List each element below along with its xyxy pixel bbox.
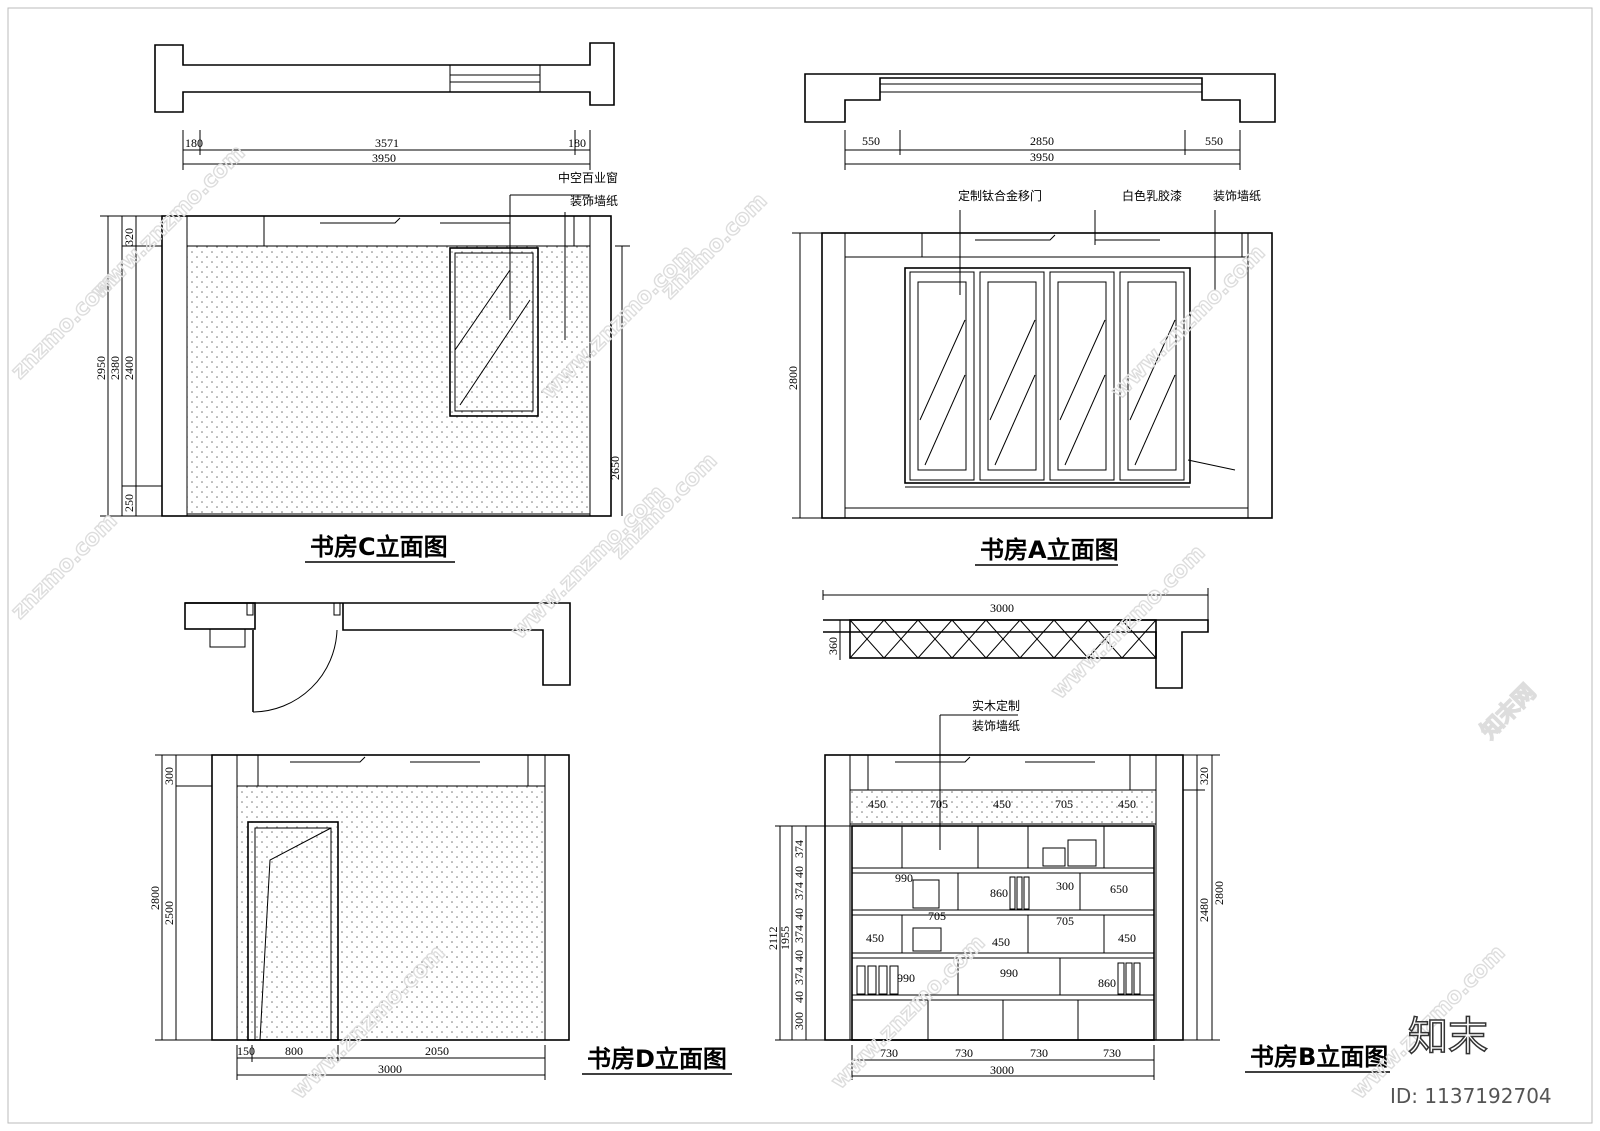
- panel-a-plan: 550 2850 550 3950: [804, 73, 1276, 170]
- b-left-dim-2: 40: [792, 866, 806, 878]
- b-shelf-860-a: 860: [990, 886, 1008, 900]
- b-right-dim-2480: 2480: [1197, 898, 1211, 922]
- b-left-dim-5: 374: [792, 925, 806, 943]
- d-total: 3000: [378, 1062, 402, 1076]
- c-note-wallpaper: 装饰墙纸: [570, 194, 618, 208]
- b-shelf-860-b: 860: [1098, 976, 1116, 990]
- b-shelf-990-b: 990: [897, 971, 915, 985]
- b-bottom-dim-2: 730: [955, 1046, 973, 1060]
- a-height-dim: 2800: [786, 366, 800, 390]
- b-shelf-990-c: 990: [1000, 966, 1018, 980]
- d-hdim-150: 150: [237, 1044, 255, 1058]
- c-plan-total: 3950: [372, 151, 396, 165]
- panel-a-elevation: 定制钛合金移门 白色乳胶漆 装饰墙纸 2800: [786, 188, 1273, 519]
- c-plan-dim-1: 180: [185, 136, 203, 150]
- watermark-8: znzmo.com: [607, 448, 723, 564]
- b-top-dim-2: 705: [930, 797, 948, 811]
- b-shelf-450-c: 450: [1118, 931, 1136, 945]
- b-shelf-650: 650: [1110, 882, 1128, 896]
- panel-c-title: 书房C立面图: [310, 533, 448, 561]
- watermark-5: www.znzmo.com: [1107, 240, 1271, 404]
- b-note-wallpaper: 装饰墙纸: [972, 719, 1020, 733]
- b-left-dim-1: 374: [792, 840, 806, 858]
- d-hdim-2050: 2050: [425, 1044, 449, 1058]
- watermark-4: znzmo.com: [657, 188, 773, 304]
- b-plan-width: 3000: [990, 601, 1014, 615]
- b-top-dim-4: 705: [1055, 797, 1073, 811]
- b-bottom-dim-1: 730: [880, 1046, 898, 1060]
- d-vdim-2800: 2800: [148, 886, 162, 910]
- c-vdim-250: 250: [122, 494, 136, 512]
- b-shelf-300: 300: [1056, 879, 1074, 893]
- a-door-4: [1119, 271, 1185, 481]
- brand-logo: 知末: [1408, 1014, 1488, 1060]
- b-top-dim-5: 450: [1118, 797, 1136, 811]
- brand-badge: 知末 ID: 1137192704: [1390, 1013, 1552, 1108]
- watermark-6: znzmo.com: [7, 508, 123, 624]
- c-vdim-320: 320: [122, 228, 136, 246]
- b-bottom-total: 3000: [990, 1063, 1014, 1077]
- b-bottom-dim-4: 730: [1103, 1046, 1121, 1060]
- c-vdim-2400: 2400: [122, 356, 136, 380]
- panel-d-title: 书房D立面图: [587, 1045, 727, 1073]
- d-vdim-2500: 2500: [162, 901, 176, 925]
- sheet-border: [7, 7, 1593, 1124]
- b-bottom-dim-3: 730: [1030, 1046, 1048, 1060]
- b-shelf-990-a: 990: [895, 871, 913, 885]
- b-shelf-450-b: 450: [992, 935, 1010, 949]
- b-right-dim-320: 320: [1197, 767, 1211, 785]
- panel-b-title: 书房B立面图: [1250, 1043, 1388, 1071]
- b-plan-depth: 360: [826, 637, 840, 655]
- d-hdim-800: 800: [285, 1044, 303, 1058]
- a-door-1: [909, 271, 975, 481]
- panel-b-elevation: 990 300 650 860 705 705 450 450 450 990 …: [766, 698, 1226, 1080]
- c-right-dim: 2650: [608, 456, 622, 480]
- b-left-total-2: 1955: [778, 926, 792, 950]
- panel-b-plan: 3000 360: [822, 588, 1209, 689]
- watermark-10: 知末网: [1476, 679, 1541, 744]
- c-note-window: 中空百业窗: [558, 170, 618, 185]
- b-note-wood: 实木定制: [972, 698, 1020, 713]
- b-left-dim-4: 40: [792, 908, 806, 920]
- a-plan-dim-2: 2850: [1030, 134, 1054, 148]
- b-shelf-705-a: 705: [928, 909, 946, 923]
- panel-d-plan: [184, 602, 571, 713]
- panel-c: 180 3571 180 3950 中空百业窗 装饰墙纸: [94, 42, 630, 563]
- d-vdim-300: 300: [162, 767, 176, 785]
- c-plan-dim-2: 3571: [375, 136, 399, 150]
- panel-c-plan: 180 3571 180 3950: [154, 42, 615, 170]
- b-left-dim-7: 374: [792, 967, 806, 985]
- a-plan-dim-3: 550: [1205, 134, 1223, 148]
- b-left-dim-9: 300: [792, 1012, 806, 1030]
- c-vdim-2380: 2380: [108, 356, 122, 380]
- b-shelf-450-a: 450: [866, 931, 884, 945]
- a-note-paint: 白色乳胶漆: [1122, 188, 1182, 203]
- panel-d: 300 2800 2500 150 800 2050 3000 书房D立面图: [148, 602, 732, 1080]
- panel-a: 550 2850 550 3950: [786, 73, 1276, 566]
- b-left-dim-3: 374: [792, 882, 806, 900]
- c-vdim-2950: 2950: [94, 356, 108, 380]
- a-plan-total: 3950: [1030, 150, 1054, 164]
- b-left-dim-6: 40: [792, 950, 806, 962]
- watermark-12: www.znzmo.com: [827, 930, 991, 1094]
- c-plan-dim-3: 180: [568, 136, 586, 150]
- b-top-dim-1: 450: [868, 797, 886, 811]
- panel-a-title: 书房A立面图: [980, 536, 1119, 564]
- b-left-dim-8: 40: [792, 991, 806, 1003]
- a-plan-dim-1: 550: [862, 134, 880, 148]
- a-door-3: [1049, 271, 1115, 481]
- b-left-total-1: 2112: [766, 926, 780, 950]
- a-note-wallpaper: 装饰墙纸: [1213, 189, 1261, 203]
- a-note-door: 定制钛合金移门: [958, 188, 1042, 203]
- panel-c-elevation: 中空百业窗 装饰墙纸 320 2950 2380 2400 250 2650: [94, 170, 630, 517]
- b-shelf-705-b: 705: [1056, 914, 1074, 928]
- panel-b: 3000 360: [766, 588, 1390, 1080]
- panel-d-elevation: 300 2800 2500 150 800 2050 3000: [148, 754, 570, 1080]
- b-right-dim-2800: 2800: [1212, 881, 1226, 905]
- b-top-dim-3: 450: [993, 797, 1011, 811]
- brand-id: ID: 1137192704: [1390, 1084, 1552, 1108]
- a-door-2: [979, 271, 1045, 481]
